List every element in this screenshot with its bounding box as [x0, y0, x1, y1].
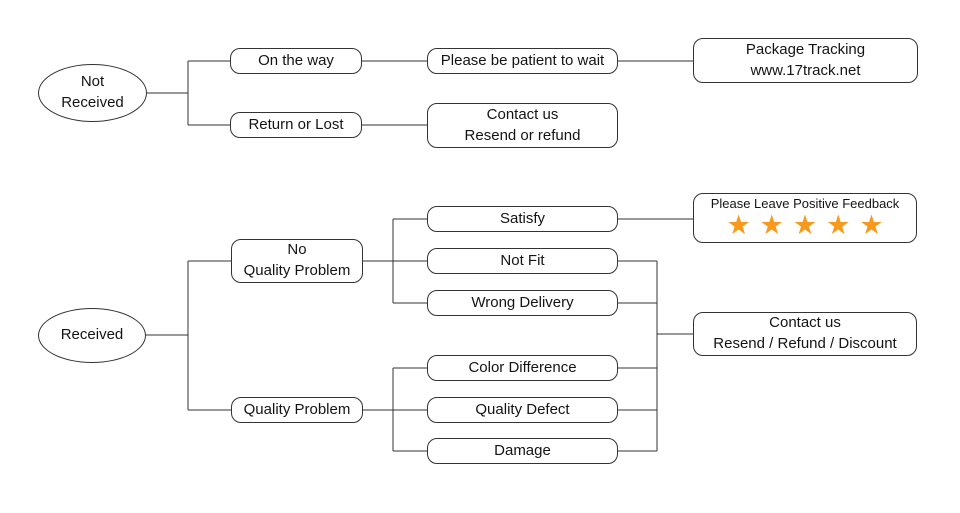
node-quality-defect: Quality Defect [427, 397, 618, 423]
star-row: ★ ★ ★ ★ ★ [726, 212, 883, 240]
node-quality-problem-label: Quality Problem [243, 400, 351, 418]
node-received: Received [38, 308, 146, 363]
node-quality-problem: Quality Problem [231, 397, 363, 423]
node-quality-defect-label: Quality Defect [475, 400, 570, 418]
star-icon: ★ [726, 210, 751, 241]
node-on-the-way-label: On the way [258, 51, 334, 69]
node-contact-resend-refund-label: Contact us Resend or refund [464, 105, 581, 144]
node-contact-resend-refund-discount: Contact us Resend / Refund / Discount [693, 312, 917, 356]
node-on-the-way: On the way [230, 48, 362, 74]
node-not-fit-label: Not Fit [500, 251, 545, 269]
node-contact-resend-refund: Contact us Resend or refund [427, 103, 618, 148]
node-no-quality-problem: No Quality Problem [231, 239, 363, 283]
edges-quality-problem-fan [363, 367, 427, 452]
node-satisfy-label: Satisfy [499, 209, 545, 227]
node-please-be-patient-label: Please be patient to wait [440, 51, 605, 69]
node-package-tracking: Package Tracking www.17track.net [693, 38, 918, 83]
star-icon: ★ [826, 210, 851, 241]
node-not-fit: Not Fit [427, 248, 618, 274]
edges-merge-to-contact [618, 260, 693, 452]
star-icon: ★ [792, 210, 818, 241]
node-positive-feedback: Please Leave Positive Feedback ★ ★ ★ ★ ★ [693, 193, 917, 243]
star-icon: ★ [859, 210, 884, 241]
node-positive-feedback-label: Please Leave Positive Feedback [710, 196, 900, 211]
node-damage: Damage [427, 438, 618, 464]
node-color-difference: Color Difference [427, 355, 618, 381]
star-icon: ★ [759, 210, 784, 241]
edges-received-branch [145, 260, 231, 411]
node-wrong-delivery: Wrong Delivery [427, 290, 618, 316]
node-satisfy: Satisfy [427, 206, 618, 232]
node-contact-resend-refund-discount-label: Contact us Resend / Refund / Discount [713, 314, 897, 352]
node-not-received-label: Not Received [61, 73, 124, 111]
edges-no-quality-problem-fan [363, 218, 427, 304]
edges-not-received-branch [147, 60, 230, 126]
node-not-received: Not Received [38, 64, 147, 122]
node-no-quality-problem-label: No Quality Problem [243, 241, 351, 279]
node-received-label: Received [60, 326, 124, 344]
node-package-tracking-label: Package Tracking www.17track.net [745, 40, 866, 79]
node-wrong-delivery-label: Wrong Delivery [471, 293, 574, 311]
node-please-be-patient: Please be patient to wait [427, 48, 618, 74]
node-return-or-lost-label: Return or Lost [248, 115, 344, 133]
node-return-or-lost: Return or Lost [230, 112, 362, 138]
node-damage-label: Damage [494, 441, 551, 459]
node-color-difference-label: Color Difference [468, 358, 577, 376]
